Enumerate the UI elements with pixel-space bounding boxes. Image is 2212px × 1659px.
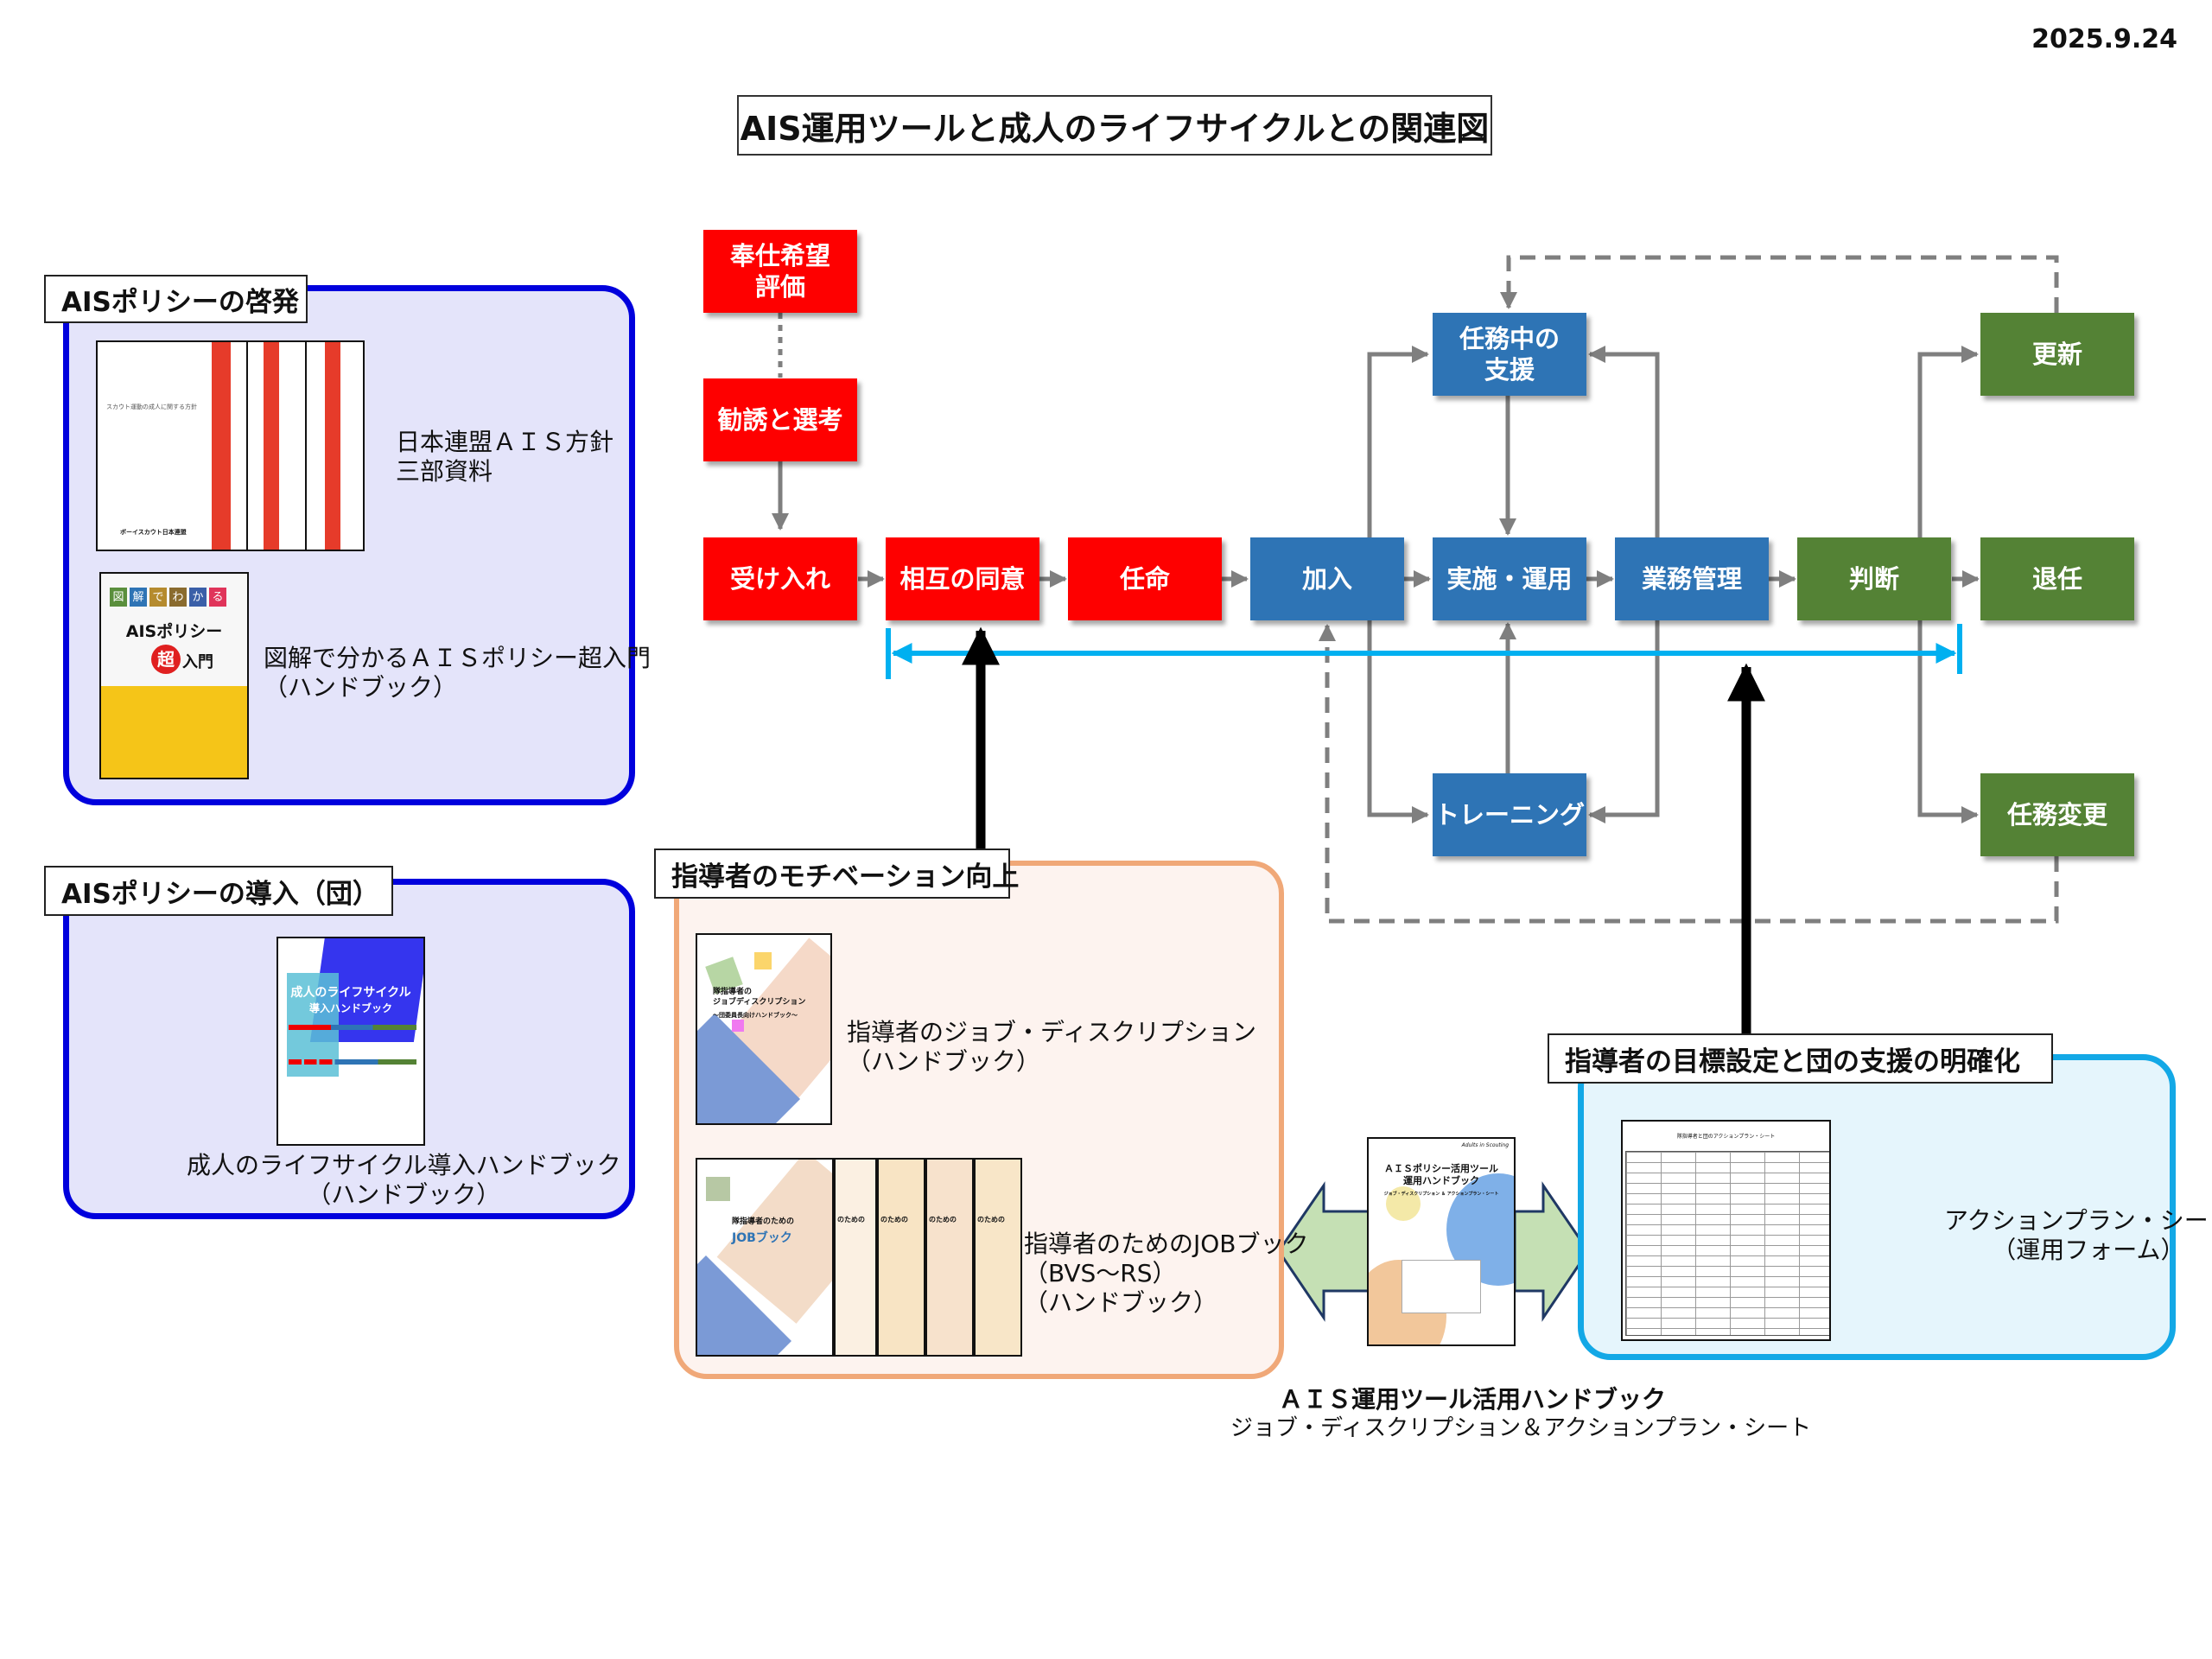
document-date: 2025.9.24 [2031,24,2177,54]
group-motivation-tag: 指導者のモチベーション向上 [654,849,1019,899]
edge-kanyu2-shien [1367,346,1429,537]
group-awareness-tag: AISポリシーの啓発 [44,275,308,323]
caption-lifecycle-handbook: 成人のライフサイクル導入ハンドブック （ハンドブック） [187,1151,621,1209]
node-ninmuchu-shien: 任務中の 支援 [1433,313,1586,396]
book-ais-intro-handbook[interactable]: 図 解 で わ か る AISポリシー 超 入門 [99,572,249,779]
form-grid [1625,1151,1829,1336]
node-ukeire: 受け入れ [703,537,857,620]
cover-banner: 図 解 で わ か る [110,588,226,607]
book-job-book-main: 隊指導者のための JOBブック [696,1158,834,1357]
book-ais-policy-front: スカウト運動の成人に関する方針 ボーイスカウト日本連盟 [96,340,248,551]
node-handan: 判断 [1797,537,1951,620]
caption-job-book: 指導者のためのJOBブック （BVS〜RS） （ハンドブック） [1024,1230,1309,1317]
group-introduction-tag: AISポリシーの導入（団） [44,866,393,916]
edge-kanyu2-training [1367,620,1429,823]
node-gyomu-kanri: 業務管理 [1615,537,1769,620]
center-book-title: ＡＩＳ運用ツール活用ハンドブック [1279,1385,1667,1414]
edge-gyomu-shien [1588,346,1660,537]
node-kanyu-senkou: 勧誘と選考 [703,378,857,461]
node-jisshi-unyou: 実施・運用 [1433,537,1586,620]
edge-handan-koshin [1917,346,1979,537]
node-ninmei: 任命 [1068,537,1222,620]
book-job-book-spine-4: のための [974,1158,1022,1357]
edge-gyomu-training [1588,620,1660,823]
caption-ais-intro-handbook: 図解で分かるＡＩＳポリシー超入門 （ハンドブック） [264,644,652,702]
book-stack-back [304,340,365,551]
book-job-book-spine-3: のための [925,1158,974,1357]
group-goal-setting-tag: 指導者の目標設定と団の支援の明確化 [1548,1033,2053,1084]
node-kanyu: 加入 [1250,537,1404,620]
caption-job-description: 指導者のジョブ・ディスクリプション （ハンドブック） [847,1018,1257,1076]
book-lifecycle-handbook[interactable]: 成人のライフサイクル 導入ハンドブック [276,937,425,1146]
center-book-subtitle: ジョブ・ディスクリプション＆アクションプラン・シート [1230,1415,1812,1441]
node-koshin: 更新 [1980,313,2134,396]
node-sogo-doui: 相互の同意 [886,537,1039,620]
page-title: AIS運用ツールと成人のライフサイクルとの関連図 [737,95,1492,156]
node-training: トレーニング [1433,773,1586,856]
book-job-book-spine-2: のための [877,1158,925,1357]
book-stack-middle [246,340,307,551]
caption-action-plan-sheet: アクションプラン・シート （運用フォーム） [1944,1206,2212,1264]
book-job-book-spine-1: のための [834,1158,877,1357]
caption-ais-policy-docs: 日本連盟ＡＩＳ方針 三部資料 [396,428,614,486]
book-ais-tool-handbook[interactable]: Adults in Scouting ＡＩＳポリシー活用ツール 運用ハンドブック… [1367,1137,1516,1346]
form-action-plan-sheet[interactable]: 隊指導者と団のアクションプラン・シート [1621,1120,1831,1341]
book-job-description[interactable]: 隊指導者の ジョブディスクリプション 〜団委員長向けハンドブック〜 [696,933,832,1125]
edge-handan-henko [1917,620,1979,823]
node-hoshi-kibou: 奉仕希望 評価 [703,230,857,313]
node-tainin: 退任 [1980,537,2134,620]
edge-koshin-shien-dashed [1500,255,2059,313]
node-ninmu-henko: 任務変更 [1980,773,2134,856]
